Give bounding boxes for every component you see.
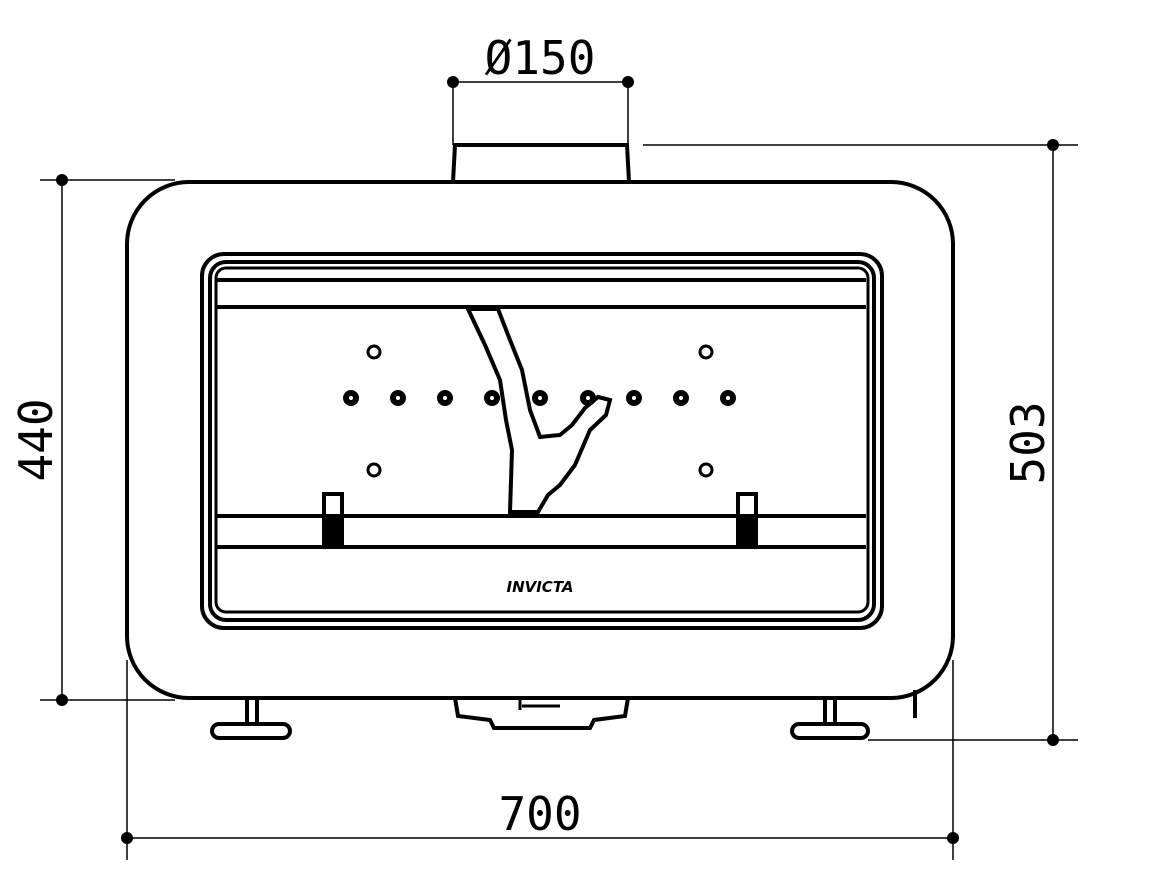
door-frame-outer <box>200 252 884 630</box>
glass-panel <box>214 266 870 614</box>
dimension-body-height: 440 <box>9 174 175 706</box>
flame-outline <box>464 307 613 514</box>
dimension-width: 700 <box>121 660 959 860</box>
flue-collar <box>451 143 631 183</box>
width-label: 700 <box>498 787 581 841</box>
dimension-total-height: 503 <box>643 139 1078 746</box>
ash-drawer <box>453 697 630 730</box>
brand-logo: INVICTA <box>506 578 573 596</box>
total-height-label: 503 <box>1001 401 1055 484</box>
door-frame-inner <box>208 260 876 622</box>
screws <box>366 344 714 478</box>
flue-diameter-label: Ø150 <box>485 31 596 85</box>
body-height-label: 440 <box>9 398 63 481</box>
dimension-flue-diameter: Ø150 <box>447 31 634 145</box>
feet <box>210 698 870 740</box>
stove-body <box>125 180 955 700</box>
